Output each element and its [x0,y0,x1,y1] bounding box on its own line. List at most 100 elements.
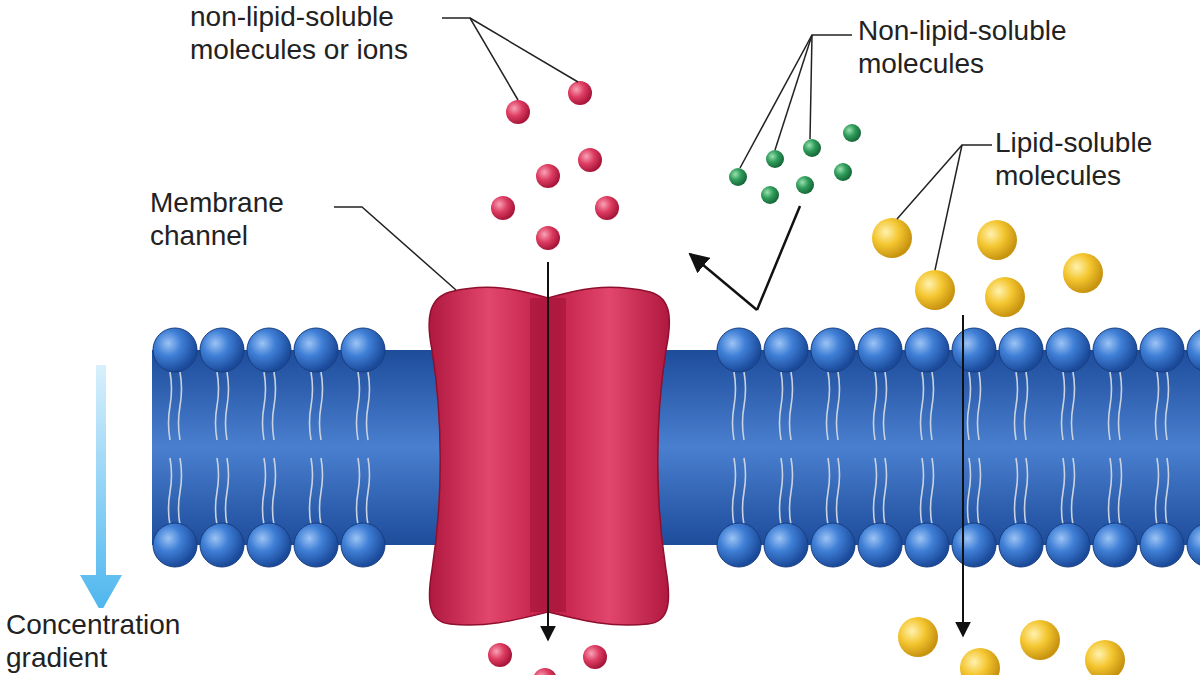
lipid-tail [367,372,370,440]
callout-label: Membrane channel [148,186,302,252]
lipid-tail [733,372,736,440]
lipid-tail [1025,372,1028,440]
lipid-tail [169,372,172,440]
phospholipid-head [764,328,808,372]
lipid-tail [179,372,182,440]
phospholipid-head [905,328,949,372]
lipid-tail [1062,458,1065,525]
phospholipid-head [999,523,1043,567]
lipid-soluble-molecule [915,270,955,310]
lipid-tail [320,458,323,525]
lipid-soluble-molecule [1020,620,1060,660]
phospholipid-head [153,523,197,567]
callout-label: non-lipid-soluble molecules or ions [188,0,442,66]
lipid-soluble-molecule [1063,253,1103,293]
non-lipid-soluble-molecule [766,150,784,168]
lipid-soluble-molecule [898,617,938,657]
phospholipid-head [811,523,855,567]
leader-line [775,35,812,150]
lipid-tails [169,372,1200,525]
non-lipid-soluble-molecule-group [729,124,861,204]
membrane-channel-protein [429,287,669,625]
phospholipid-head [1046,328,1090,372]
lipid-tail [884,372,887,440]
leader-line [740,35,852,168]
membrane-band [152,350,1200,545]
ion-molecule [578,148,602,172]
lipid-tail [921,372,924,440]
lipid-tail [733,458,736,525]
lipid-soluble-molecule [960,648,1000,675]
leader-line [935,145,962,270]
phospholipid-head [1187,523,1200,567]
lipid-tail [367,458,370,525]
lipid-tail [320,372,323,440]
callout-label: Lipid-soluble molecules [993,126,1197,192]
lipid-tail [216,372,219,440]
lipid-tail [743,372,746,440]
lipid-soluble-molecule [872,218,912,258]
lipid-tail [310,458,313,525]
ion-molecule [536,164,560,188]
lipid-tail [273,458,276,525]
phospholipid-head [811,328,855,372]
lipid-tail [1109,372,1112,440]
ion-molecule [488,643,512,667]
leader-line [810,35,812,139]
phospholipid-head [952,523,996,567]
lipid-tail [357,372,360,440]
lipid-soluble-molecule [985,277,1025,317]
lipid-tail [1025,458,1028,525]
non-lipid-soluble-molecule [843,124,861,142]
lipid-tail [226,372,229,440]
lipid-tail [874,372,877,440]
lipid-tail [1119,458,1122,525]
lipid-tail [169,458,172,525]
lipid-tail [743,458,746,525]
lipid-tail [837,372,840,440]
diffusion-arrow [547,262,549,640]
lipid-tail [1156,458,1159,525]
callout-label: Non-lipid-soluble molecules [856,14,1110,80]
gradient-arrow [80,365,122,612]
lipid-tail [1166,372,1169,440]
lipid-tail [1166,458,1169,525]
callout-label: Concentration gradient [4,608,248,674]
ion-molecule [533,668,557,675]
phospholipid-head [153,328,197,372]
phospholipid-head [247,328,291,372]
lipid-tail [263,372,266,440]
lipid-tail [226,458,229,525]
lipid-tail [1015,372,1018,440]
phospholipid-head [200,328,244,372]
ion-molecule [595,196,619,220]
lipid-tail [1015,458,1018,525]
phospholipid-head [1093,523,1137,567]
lipid-tail [273,372,276,440]
phospholipid-head [905,523,949,567]
lipid-tail [827,372,830,440]
lipid-tail [1119,372,1122,440]
ion-molecule [491,196,515,220]
phospholipid-head [717,328,761,372]
lipid-tail [874,458,877,525]
diffusion-arrow [962,315,964,636]
lipid-tail [931,372,934,440]
lipid-soluble-molecule [1085,640,1125,675]
lipid-tail [931,458,934,525]
lipid-tail [357,458,360,525]
ion-molecule [536,226,560,250]
repelled-arrow [690,254,757,310]
phospholipid-head [294,523,338,567]
non-lipid-soluble-molecule [796,176,814,194]
lipid-tail [1072,458,1075,525]
lipid-tail [1156,372,1159,440]
phospholipid-head [1093,328,1137,372]
phospholipid-head [952,328,996,372]
approach-line [757,206,800,310]
leader-line [334,207,456,290]
phospholipid-head [764,523,808,567]
phospholipid-head [999,328,1043,372]
